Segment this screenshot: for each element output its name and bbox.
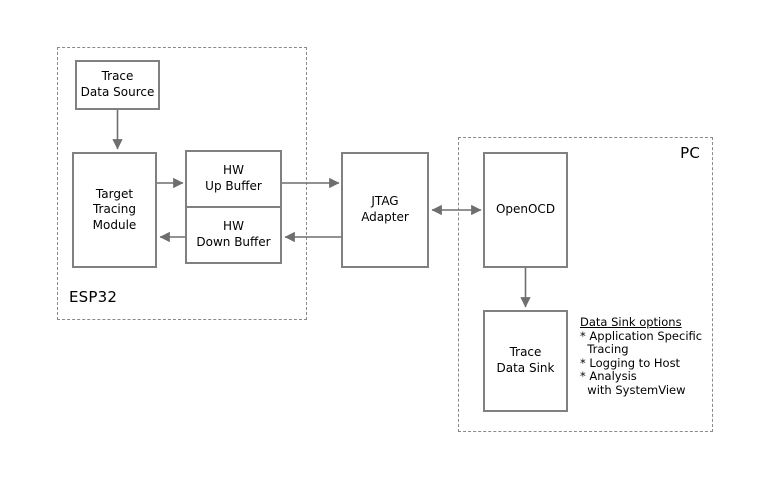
jtag-adapter-label: JTAG Adapter [361, 194, 409, 224]
note-item: * Application Specific [580, 328, 703, 343]
trace-data-source-label: Trace Data Source [80, 69, 155, 99]
node-trace-data-source: Trace Data Source [75, 60, 160, 110]
openocd-label: OpenOCD [495, 202, 556, 217]
node-jtag-adapter: JTAG Adapter [341, 152, 429, 268]
trace-data-sink-label: Trace Data Sink [496, 345, 555, 375]
target-tracing-module-label: Target Tracing Module [92, 186, 137, 232]
note-item: with SystemView [580, 382, 686, 397]
pc-group-label: PC [680, 144, 700, 162]
node-target-tracing-module: Target Tracing Module [72, 152, 157, 268]
esp32-group-label: ESP32 [69, 288, 118, 306]
node-hw-down-buffer: HW Down Buffer [185, 206, 282, 264]
note-item: * Logging to Host [580, 355, 681, 370]
node-hw-up-buffer: HW Up Buffer [185, 150, 282, 208]
note-item: Tracing [580, 342, 629, 356]
node-openocd: OpenOCD [483, 152, 568, 268]
data-sink-options-title: Data Sink options [580, 315, 682, 329]
note-item: * Analysis [580, 369, 637, 383]
data-sink-options-notes: Data Sink options * Application Specific… [580, 315, 720, 397]
hw-down-buffer-label: HW Down Buffer [196, 219, 271, 249]
node-trace-data-sink: Trace Data Sink [483, 310, 568, 412]
pc-group: PC [458, 137, 713, 432]
hw-up-buffer-label: HW Up Buffer [205, 163, 262, 193]
